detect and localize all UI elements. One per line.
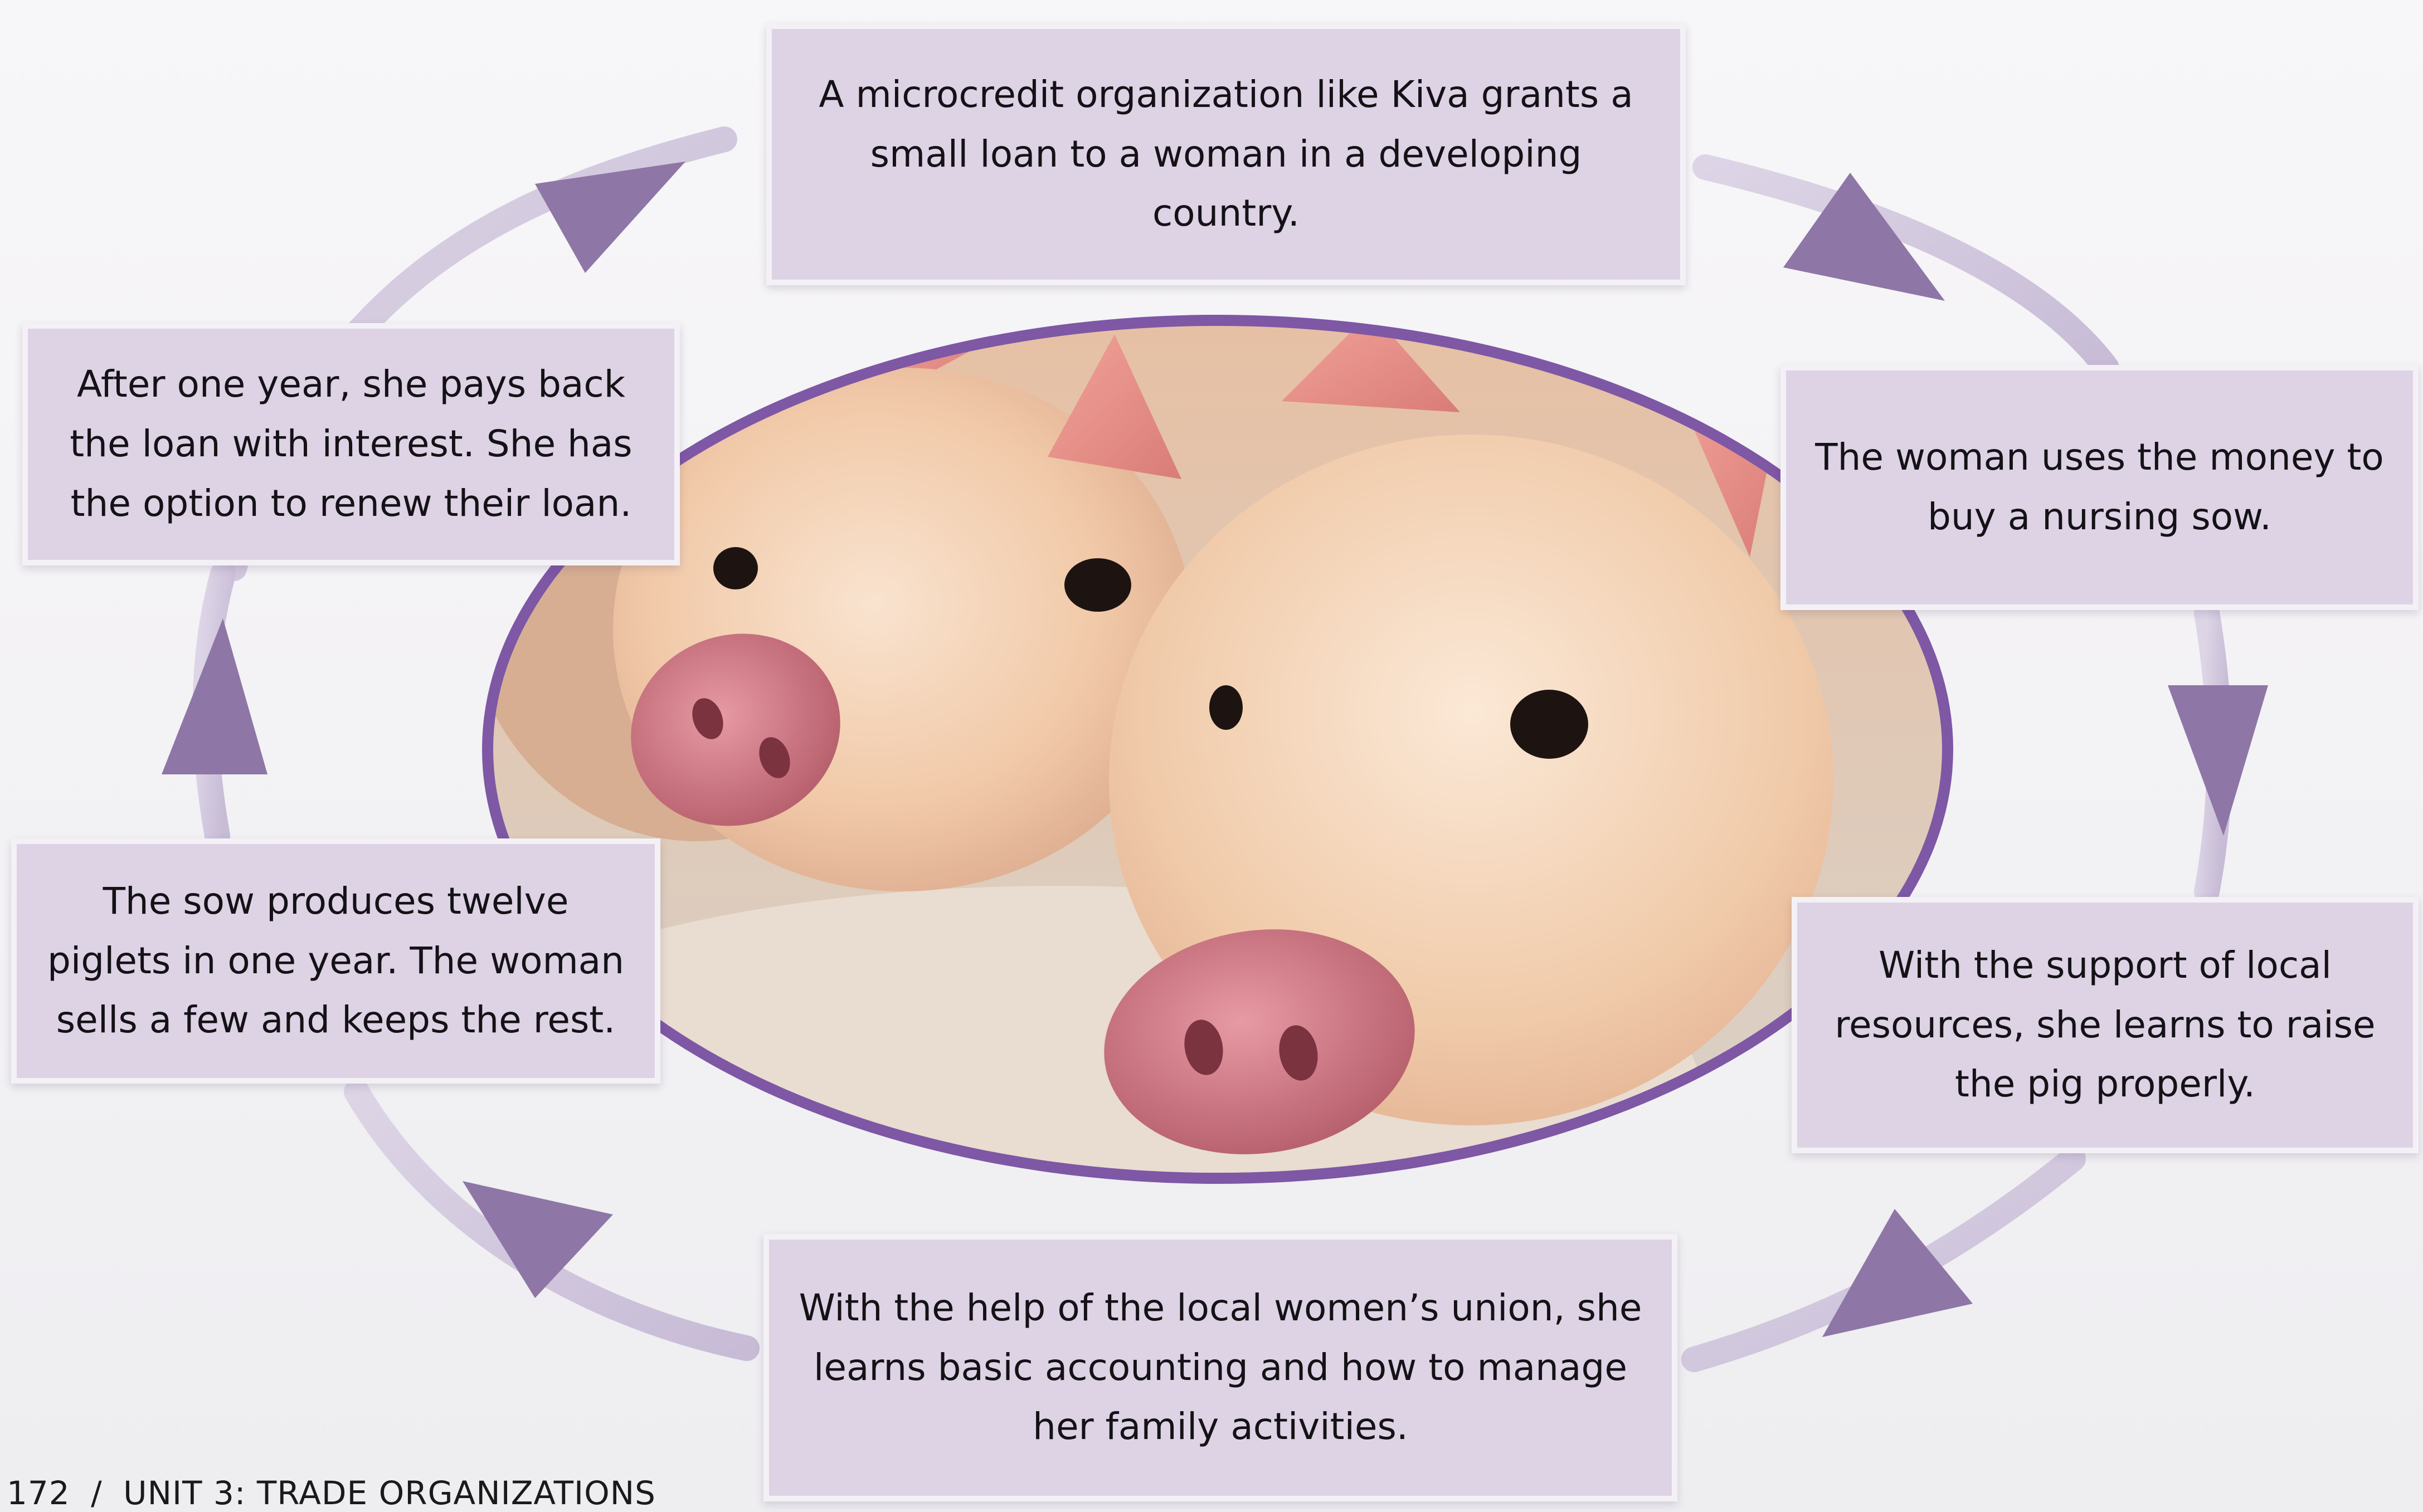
arrow-step5-to-step6 <box>162 618 267 774</box>
cycle-step-2: The woman uses the money to buy a nursin… <box>1780 365 2419 610</box>
unit-label: UNIT 3: TRADE ORGANIZATIONS <box>123 1474 656 1512</box>
piglet-left <box>604 312 1193 891</box>
arrow-step3-to-step4 <box>1822 1209 1973 1337</box>
footer-separator: / <box>91 1474 103 1512</box>
cycle-step-1-text: A microcredit organization like Kiva gra… <box>792 65 1660 244</box>
cycle-step-3: With the support of local resources, she… <box>1792 897 2419 1153</box>
arrow-step6-to-step1 <box>535 162 685 273</box>
cycle-step-2-text: The woman uses the money to buy a nursin… <box>1806 428 2393 547</box>
page-footer: 172 / UNIT 3: TRADE ORGANIZATIONS <box>7 1474 666 1512</box>
cycle-step-5-text: The sow produces twelve piglets in one y… <box>37 872 635 1051</box>
page-number: 172 <box>7 1474 70 1512</box>
cycle-step-3-text: With the support of local resources, she… <box>1817 936 2393 1115</box>
cycle-step-1: A microcredit organization like Kiva gra… <box>766 23 1686 285</box>
cycle-step-4: With the help of the local women’s union… <box>763 1234 1677 1501</box>
arrow-step2-to-step3 <box>2168 685 2268 836</box>
cycle-step-5: The sow produces twelve piglets in one y… <box>11 838 660 1084</box>
cycle-step-6: After one year, she pays back the loan w… <box>22 323 680 565</box>
cycle-step-4-text: With the help of the local women’s union… <box>789 1279 1652 1457</box>
cycle-step-6-text: After one year, she pays back the loan w… <box>48 355 654 534</box>
